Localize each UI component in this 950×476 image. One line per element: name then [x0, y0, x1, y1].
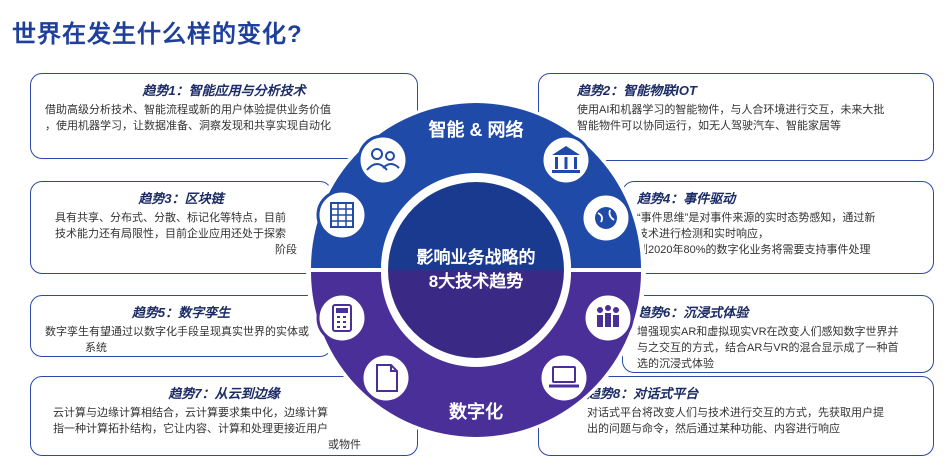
users-icon: [357, 134, 409, 186]
ring-bottom-label: 数字化: [449, 401, 503, 422]
trend-title: 趋势8：对话式平台: [587, 386, 699, 401]
trend-line: 系统: [85, 342, 107, 354]
trend-line: “事件思维”是对事件来源的实时态势感知，通过新: [637, 212, 876, 224]
trend-line: 技术进行检测和实时响应，: [637, 228, 769, 240]
trend-card-3: 趋势3：区块链 具有共享、分布式、分散、标记化等特点，目前 技术能力还有局限性，…: [30, 181, 332, 274]
trend-card-4: 趋势4：事件驱动 “事件思维”是对事件来源的实时态势感知，通过新 技术进行检测和…: [622, 181, 934, 274]
trend-title: 趋势5：数字孪生: [131, 305, 231, 320]
trend-line: 云计算与边缘计算相结合，云计算要求集中化，边缘计算: [53, 407, 328, 419]
trend-line: 阶段: [275, 244, 297, 256]
trend-card-5: 趋势5：数字孪生 数字孪生有望通过以数字化手段呈现真实世界的实体或 系统: [30, 295, 332, 357]
trend-line: 使用AI和机器学习的智能物件，与人合环境进行交互，未来大批: [577, 104, 885, 116]
trend-card-6: 趋势6：沉浸式体验 增强现实AR和虚拟现实VR在改变人们感知数字世界并 与之交互…: [622, 295, 934, 373]
calculator-icon: [316, 292, 368, 344]
laptop-icon: [538, 352, 590, 404]
trend-line: 或物件: [328, 439, 361, 451]
trend-line: 选的沉浸式体验: [637, 358, 714, 370]
trend-title: 趋势3：区块链: [138, 191, 224, 206]
trend-body: “事件思维”是对事件来源的实时态势感知，通过新 技术进行检测和实时响应， 到20…: [637, 210, 919, 258]
trend-line: 借助高级分析技术、智能流程或新的用户体验提供业务价值: [45, 104, 331, 116]
page-title: 世界在发生什么样的变化?: [12, 21, 303, 48]
trend-body: 具有共享、分布式、分散、标记化等特点，目前 技术能力还有局限性，目前企业应用还处…: [45, 210, 317, 258]
trend-line: 与之交互的方式，结合AR与VR的混合显示成了一种首: [637, 342, 899, 354]
trend-line: 具有共享、分布式、分散、标记化等特点，目前: [55, 212, 286, 224]
trend-body: 借助高级分析技术、智能流程或新的用户体验提供业务价值 ，使用机器学习，让数据准备…: [45, 102, 403, 134]
trend-body: 增强现实AR和虚拟现实VR在改变人们感知数字世界并 与之交互的方式，结合AR与V…: [637, 324, 919, 372]
document-icon: [360, 352, 412, 404]
trend-body: 使用AI和机器学习的智能物件，与人合环境进行交互，未来大批 智能物件可以协同运行…: [577, 102, 919, 134]
trend-card-8: 趋势8：对话式平台 对话式平台将改变人们与技术进行交互的方式，先获取用户提 出的…: [538, 376, 934, 456]
trend-body: 数字孪生有望通过以数字化手段呈现真实世界的实体或 系统: [45, 324, 317, 356]
trend-title: 趋势6：沉浸式体验: [637, 305, 749, 320]
globe-icon: [580, 192, 632, 244]
trend-body: 对话式平台将改变人们与技术进行交互的方式，先获取用户提 出的问题与命令，然后通过…: [587, 405, 919, 437]
trend-line: 出的问题与命令，然后通过某种功能、内容进行响应: [587, 423, 840, 435]
trend-line: 数字孪生有望通过以数字化手段呈现真实世界的实体或: [45, 326, 309, 338]
trend-title: 趋势1：智能应用与分析技术: [142, 83, 306, 98]
trend-line: 到2020年80%的数字化业务将需要支持事件处理: [637, 244, 871, 256]
trend-line: ，使用机器学习，让数据准备、洞察发现和共享实现自动化: [45, 120, 331, 132]
trend-line: 指一种计算拓扑结构，它让内容、计算和处理更接近用户: [53, 423, 328, 435]
trend-title: 趋势4：事件驱动: [637, 191, 736, 206]
trend-line: 技术能力还有局限性，目前企业应用还处于探索: [55, 228, 286, 240]
trend-body: 云计算与边缘计算相结合，云计算要求集中化，边缘计算 指一种计算拓扑结构，它让内容…: [45, 405, 403, 453]
center-disc-top: [388, 182, 564, 270]
ledger-icon: [316, 189, 368, 241]
crowd-icon: [582, 292, 634, 344]
bank-icon: [540, 134, 592, 186]
trend-line: 智能物件可以协同运行，如无人驾驶汽车、智能家居等: [577, 120, 841, 132]
center-disc-bottom: [388, 270, 564, 358]
trend-line: 对话式平台将改变人们与技术进行交互的方式，先获取用户提: [587, 407, 884, 419]
center-title-line1: 影响业务战略的: [417, 247, 536, 267]
trend-card-1: 趋势1：智能应用与分析技术 借助高级分析技术、智能流程或新的用户体验提供业务价值…: [30, 73, 418, 159]
trend-title: 趋势2：智能物联IOT: [577, 83, 697, 98]
trend-card-2: 趋势2：智能物联IOT 使用AI和机器学习的智能物件，与人合环境进行交互，未来大…: [538, 73, 934, 161]
ring-top-label: 智能 & 网络: [428, 119, 523, 140]
trend-title: 趋势7：从云到边缘: [168, 386, 280, 401]
trend-line: 增强现实AR和虚拟现实VR在改变人们感知数字世界并: [637, 326, 899, 338]
center-title-line2: 8大技术趋势: [429, 271, 523, 291]
trend-card-7: 趋势7：从云到边缘 云计算与边缘计算相结合，云计算要求集中化，边缘计算 指一种计…: [30, 376, 418, 456]
